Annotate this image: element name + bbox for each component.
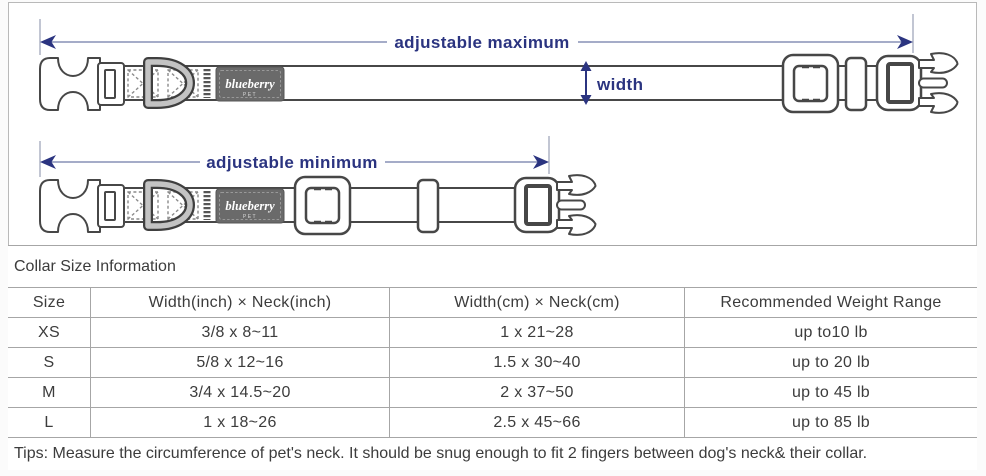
male-buckle [513,173,598,237]
keeper-loop [844,56,868,112]
cell-inch: 3/8 x 8~11 [91,318,390,347]
header-weight: Recommended Weight Range [720,293,942,311]
table-row: M 3/4 x 14.5~20 2 x 37~50 up to 45 lb [8,378,977,408]
width-label: width [596,75,643,94]
cell-weight: up to 45 lb [791,383,871,401]
cell-cm: 2 x 37~50 [390,378,685,407]
cell-size: L [8,408,91,437]
brand-logo: blueberry [225,77,275,91]
cell-weight: up to 85 lb [791,413,871,431]
header-size: Size [8,288,91,317]
adjustable-maximum-label: adjustable maximum [394,33,569,52]
male-buckle [875,51,960,115]
cell-weight: up to10 lb [794,323,868,341]
brand-logo: blueberry [225,199,275,213]
arrow-down-icon [580,95,592,105]
arrow-left-icon [40,155,56,169]
arrow-left-icon [40,35,56,49]
cell-inch: 5/8 x 12~16 [91,348,390,377]
cell-cm: 1.5 x 30~40 [390,348,685,377]
table-row: S 5/8 x 12~16 1.5 x 30~40 up to 20 lb [8,348,977,378]
table-header-row: Size Width(inch) × Neck(inch) Width(cm) … [8,288,977,318]
cell-cm: 1 x 21~28 [390,318,685,347]
cell-cm: 2.5 x 45~66 [390,408,685,437]
header-inch: Width(inch) × Neck(inch) [91,288,390,317]
cell-inch: 1 x 18~26 [91,408,390,437]
keeper-loop [416,178,440,234]
adjustable-minimum-annotation: adjustable minimum [39,136,550,177]
arrow-up-icon [580,61,592,71]
arrow-right-icon [897,35,913,49]
brand-logo-sub: PET [243,214,257,220]
width-annotation: width [580,61,643,105]
tips-text: Tips: Measure the circumference of pet's… [14,445,868,462]
brand-logo-sub: PET [243,92,257,98]
table-title-row: Collar Size Information [8,245,977,288]
adjustable-maximum-annotation: adjustable maximum [39,14,914,55]
cell-size: M [8,378,91,407]
collar-diagram: blueberry PET blueberry PET adjustable m… [0,14,960,245]
cell-weight: up to 20 lb [791,353,871,371]
cell-size: S [8,348,91,377]
table-row: L 1 x 18~26 2.5 x 45~66 up to 85 lb [8,408,977,438]
table-tips-row: Tips: Measure the circumference of pet's… [8,438,977,470]
cell-size: XS [8,318,91,347]
triglide-slider [293,175,352,236]
size-table: Collar Size Information Size Width(inch)… [8,245,977,471]
table-title: Collar Size Information [14,257,176,275]
arrow-right-icon [533,155,549,169]
adjustable-minimum-label: adjustable minimum [206,153,378,172]
header-cm: Width(cm) × Neck(cm) [390,288,685,317]
triglide-slider [781,53,840,114]
table-row: XS 3/8 x 8~11 1 x 21~28 up to10 lb [8,318,977,348]
cell-inch: 3/4 x 14.5~20 [91,378,390,407]
